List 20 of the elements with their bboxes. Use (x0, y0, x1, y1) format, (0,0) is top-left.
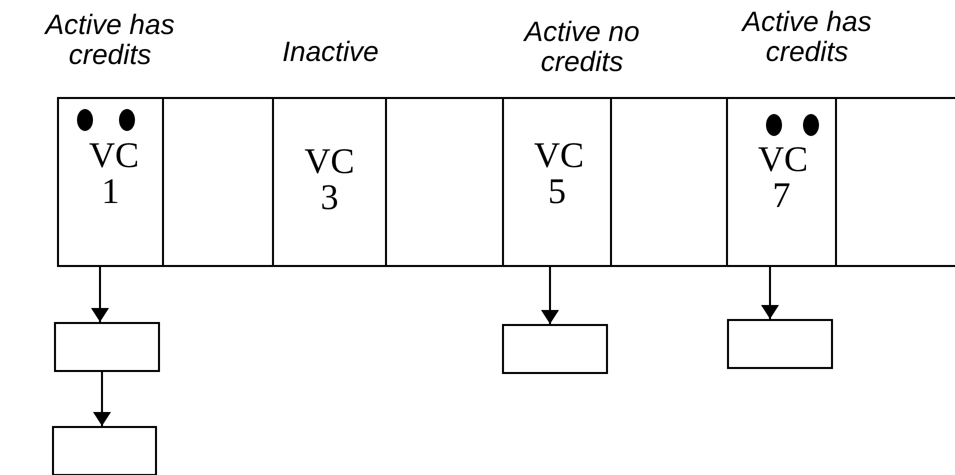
queue-box (502, 324, 608, 374)
arrow (763, 267, 777, 319)
channel-label: VC 3 (303, 143, 356, 215)
queue-box (52, 426, 157, 475)
state-label: Active has credits (43, 10, 176, 70)
channel-label: VC 7 (757, 141, 810, 213)
table-cell (162, 97, 272, 267)
state-label: Active has credits (740, 7, 873, 67)
queue-box (54, 322, 160, 372)
arrow (93, 267, 107, 322)
queue-box (727, 319, 833, 369)
arrow (95, 372, 109, 426)
state-label: Active no credits (522, 17, 641, 77)
table-cell (610, 97, 726, 267)
table-cell (385, 97, 502, 267)
channel-label: VC 5 (533, 137, 586, 209)
table-cell (835, 97, 955, 267)
channel-label: VC 1 (88, 137, 140, 209)
arrow (543, 267, 557, 324)
state-label: Inactive (281, 37, 380, 67)
